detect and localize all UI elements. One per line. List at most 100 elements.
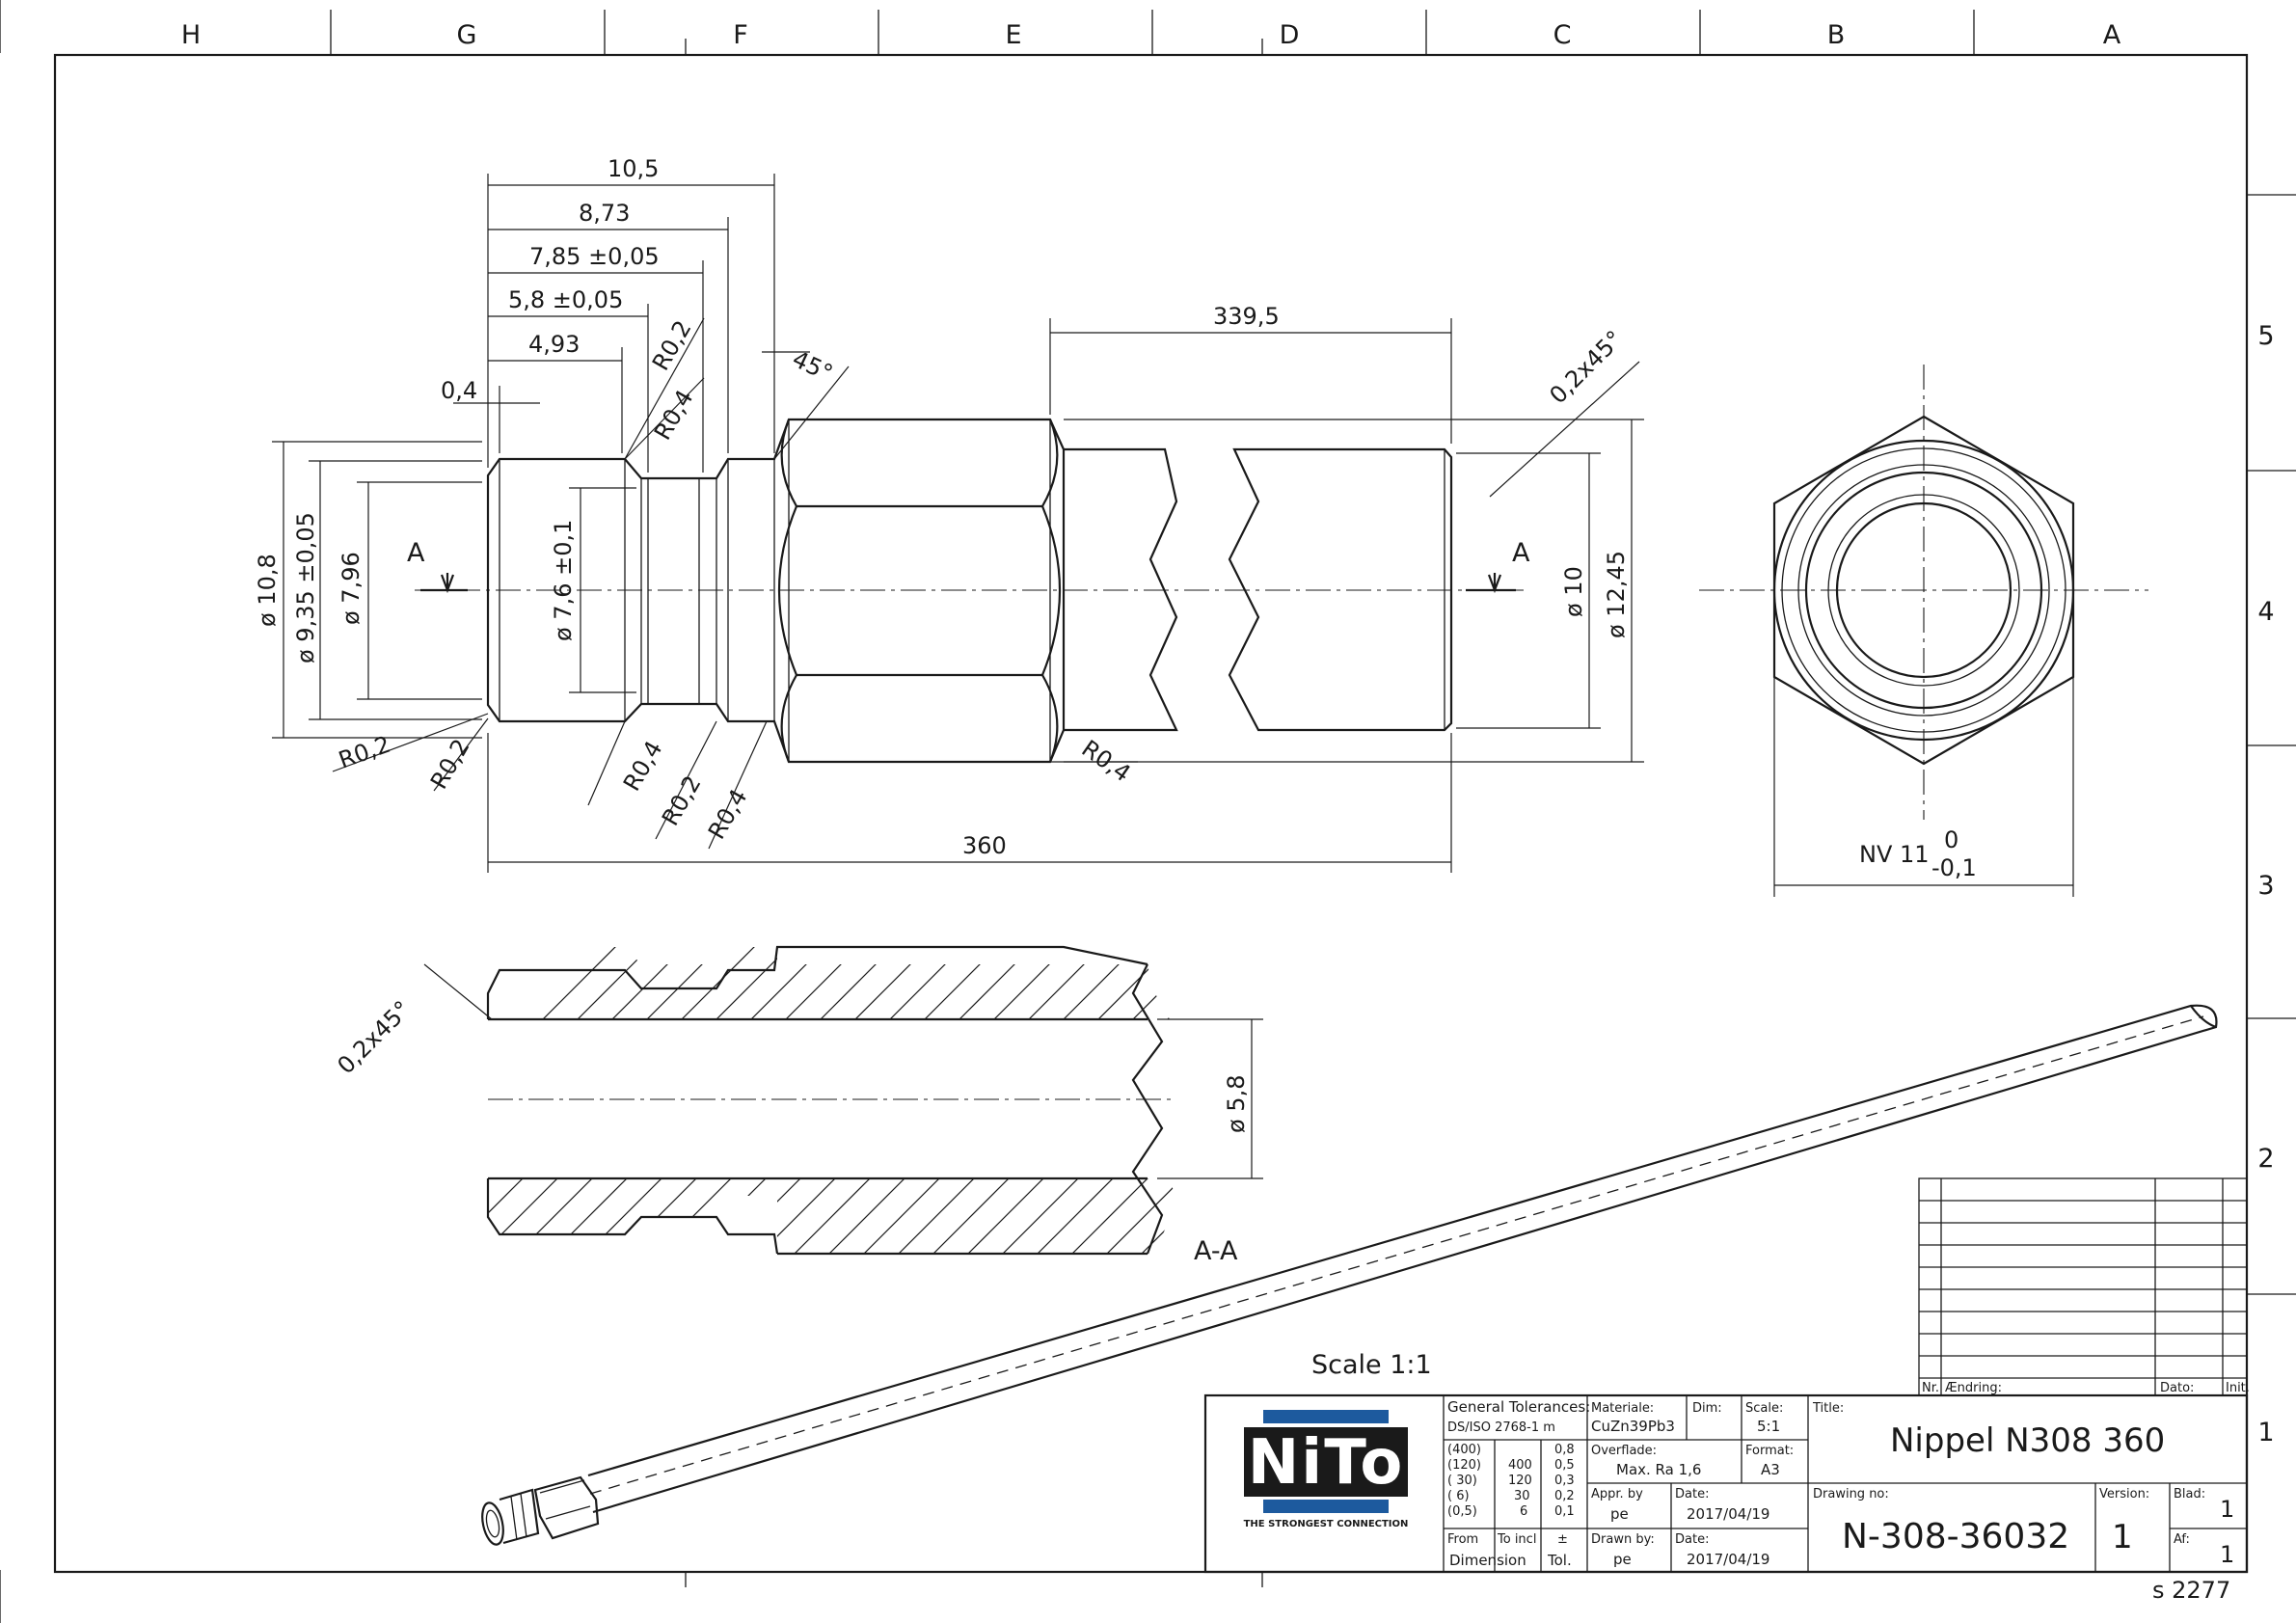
section-hatch-line <box>488 1178 811 1254</box>
tol-row-2-tol: 0,5 <box>1554 1458 1575 1473</box>
zone-col-b: B <box>1827 20 1846 50</box>
revision-table: Nr. Ændring: Dato: Init. <box>1918 1177 2250 1396</box>
zone-row-labels: 5 4 3 2 1 <box>2257 321 2274 1447</box>
section-hatch-line <box>497 947 846 1019</box>
dim-10-5: 10,5 <box>608 155 659 182</box>
iso-nipple-head <box>499 1488 540 1545</box>
tol-row-1-from: (400) <box>1447 1443 1481 1457</box>
tolerances-std: DS/ISO 2768-1 m <box>1447 1420 1555 1435</box>
scale-note: Scale 1:1 <box>1311 1350 1432 1380</box>
radius-bottom-1: R0,2 <box>335 731 393 774</box>
dim-8-73: 8,73 <box>579 200 630 227</box>
section-hatch-line <box>1156 1178 1176 1254</box>
section-view: 0,2x45° ø 5,8 A-A <box>332 926 1678 1273</box>
section-hatch-line <box>809 947 1158 1019</box>
front-view: A A 10,5 8,73 7,85 ±0,05 5,8 ±0,05 4,93 … <box>254 155 1644 873</box>
section-hatch-line <box>488 947 776 1019</box>
surface-label: Overflade: <box>1591 1444 1657 1458</box>
section-hatch-line <box>601 947 950 1019</box>
section-chamfer: 0,2x45° <box>332 995 416 1079</box>
sheet-label: Blad: <box>2174 1487 2205 1501</box>
tol-row-5-to: 6 <box>1520 1504 1527 1519</box>
section-mark-right: A <box>1512 538 1530 568</box>
section-top-outline <box>486 945 1148 1019</box>
tolerance-rows: (400) 0,8 (120) 400 0,5 ( 30) 120 0,3 ( … <box>1447 1443 1575 1519</box>
section-hatch-line <box>1296 926 1643 1273</box>
section-hatch-line <box>670 947 1019 1019</box>
zone-row-1: 1 <box>2257 1418 2274 1447</box>
of-label: Af: <box>2174 1532 2190 1547</box>
zone-col-e: E <box>1005 20 1021 50</box>
section-hatch-line <box>497 1178 846 1254</box>
dim-7-85: 7,85 ±0,05 <box>529 243 660 270</box>
dia-9-35: ø 9,35 ±0,05 <box>292 512 319 663</box>
zone-col-d: D <box>1280 20 1300 50</box>
section-hatch-line <box>774 1178 1123 1254</box>
section-hatch-line <box>488 947 811 1019</box>
dim-chamfer-right: 0,2x45° <box>1544 325 1628 409</box>
dim-0-4: 0,4 <box>441 377 477 404</box>
section-hatch-line <box>948 1178 1176 1254</box>
drawing-title: Nippel N308 360 <box>1890 1421 2165 1460</box>
zone-col-h: H <box>181 20 201 50</box>
tol-row-3-tol: 0,3 <box>1554 1474 1575 1488</box>
tol-row-2-from: (120) <box>1447 1458 1481 1473</box>
nito-logo: NiTo THE STRONGEST CONNECTION <box>1244 1410 1409 1529</box>
section-hatch-line <box>913 1178 1176 1254</box>
tol-row-5-from: (0,5) <box>1447 1504 1477 1519</box>
tol-row-2-to: 400 <box>1508 1458 1532 1473</box>
drawn-date-label: Date: <box>1675 1532 1709 1547</box>
version-label: Version: <box>2099 1487 2149 1501</box>
drawing-no: N-308-36032 <box>1842 1517 2069 1556</box>
section-hatch-line <box>844 1178 1176 1254</box>
radius-bottom-3: R0,4 <box>618 737 668 796</box>
zone-row-5: 5 <box>2257 321 2274 351</box>
section-hatch-line <box>1261 926 1608 1273</box>
zone-row-2: 2 <box>2257 1144 2274 1174</box>
rev-col-init: Init. <box>2226 1381 2250 1395</box>
zone-col-g: G <box>457 20 477 50</box>
format-label: Format: <box>1745 1444 1794 1458</box>
sheet-id: s 2277 <box>2152 1577 2230 1604</box>
tol-lower: -0,1 <box>1931 854 1977 881</box>
section-hatch-line <box>809 1178 1158 1254</box>
from-label: From <box>1447 1532 1478 1547</box>
surface-value: Max. Ra 1,6 <box>1616 1461 1701 1478</box>
logo-band-top <box>1263 1410 1389 1423</box>
logo-tagline: THE STRONGEST CONNECTION <box>1244 1519 1409 1529</box>
radius-bottom-4: R0,2 <box>657 771 707 830</box>
bore-diameter: ø 5,8 <box>1223 1075 1250 1133</box>
section-hatch-line <box>1017 1178 1176 1254</box>
logo-band-bottom <box>1263 1500 1389 1513</box>
radius-bottom-2: R0,2 <box>425 735 475 794</box>
of-value: 1 <box>2220 1541 2234 1568</box>
title-label: Title: <box>1812 1401 1844 1416</box>
section-hatch-line <box>531 1178 880 1254</box>
format-value: A3 <box>1761 1461 1780 1478</box>
drawn-value: pe <box>1613 1551 1632 1568</box>
dim-339-5: 339,5 <box>1213 303 1280 330</box>
drawn-label: Drawn by: <box>1591 1532 1655 1547</box>
tol-row-4-to: 30 <box>1514 1489 1530 1503</box>
material-value: CuZn39Pb3 <box>1591 1418 1675 1435</box>
section-hatch-line <box>566 1178 915 1254</box>
tolerances-label: General Tolerances: <box>1447 1398 1590 1416</box>
material-label: Materiale: <box>1591 1401 1654 1416</box>
rev-col-nr: Nr. <box>1922 1381 1939 1395</box>
tol-upper: 0 <box>1944 826 1958 853</box>
section-hatch-line <box>983 1178 1176 1254</box>
section-hatch-line <box>531 947 880 1019</box>
scale-value: 5:1 <box>1757 1418 1780 1435</box>
section-hatch-line <box>635 947 985 1019</box>
section-hatch-line <box>740 1178 1089 1254</box>
dim-360: 360 <box>962 832 1007 859</box>
appr-date-label: Date: <box>1675 1487 1709 1501</box>
across-flats: NV 11 <box>1859 841 1930 868</box>
section-hatch-line <box>1331 926 1678 1273</box>
section-hatch-line <box>635 1178 985 1254</box>
section-hatch-line <box>844 947 1170 1019</box>
radius-bottom-5: R0,4 <box>703 785 753 844</box>
dia-12-45: ø 12,45 <box>1603 551 1630 638</box>
appr-value: pe <box>1610 1505 1629 1523</box>
